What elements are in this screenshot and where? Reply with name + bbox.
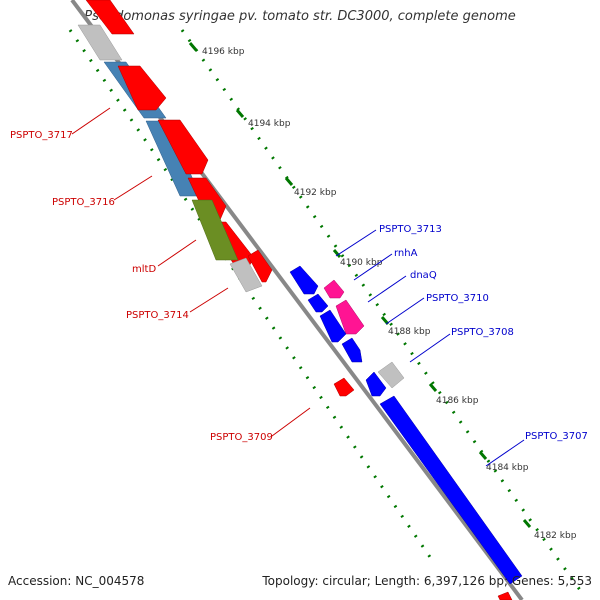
scale-tick-label: 4190 kbp: [340, 258, 383, 268]
major-tick-mark: [188, 42, 198, 51]
scale-tick-label: 4182 kbp: [534, 531, 577, 541]
gene-label-PSPTO_3709[interactable]: PSPTO_3709: [210, 432, 273, 443]
label-leader-line: [409, 333, 451, 363]
label-leader-line: [335, 229, 377, 257]
major-tick-mark: [428, 383, 438, 392]
accession-text: Accession: NC_004578: [8, 574, 145, 588]
gene-arrow-PSPTO_3708[interactable]: [365, 371, 387, 397]
major-tick-mark: [332, 249, 342, 258]
gene-block-PSPTO_3714[interactable]: [229, 257, 263, 293]
gene-arrow-pink[interactable]: [323, 279, 345, 299]
gene-label-PSPTO_3714[interactable]: PSPTO_3714: [126, 310, 189, 321]
gene-block-mltD[interactable]: [191, 199, 239, 261]
gene-label-PSPTO_3716[interactable]: PSPTO_3716: [52, 197, 115, 208]
label-leader-line: [189, 287, 229, 313]
label-leader-line: [271, 407, 311, 437]
gene-label-PSPTO_3707[interactable]: PSPTO_3707: [525, 431, 588, 442]
scale-tick-label: 4186 kbp: [436, 396, 479, 406]
major-tick-mark: [478, 451, 488, 460]
label-leader-line: [385, 297, 425, 325]
gene-arrow-PSPTO_3710[interactable]: [341, 337, 363, 363]
gene-arrow-dnaQ[interactable]: [319, 309, 347, 343]
gene-label-mltD[interactable]: mltD: [132, 264, 156, 275]
label-leader-line: [353, 253, 393, 281]
gene-arrow-pink[interactable]: [335, 299, 365, 335]
gene-block-pseudo[interactable]: [77, 24, 123, 61]
gene-arrow-forward[interactable]: [247, 249, 273, 283]
gene-label-PSPTO_3708[interactable]: PSPTO_3708: [451, 327, 514, 338]
gene-block-pseudo[interactable]: [377, 361, 405, 389]
gene-label-dnaQ[interactable]: dnaQ: [410, 270, 437, 281]
scale-tick-label: 4194 kbp: [248, 119, 291, 129]
major-tick-mark: [522, 519, 532, 528]
label-leader-line: [485, 439, 525, 467]
scale-tick-label: 4188 kbp: [388, 327, 431, 337]
map-title: Pseudomonas syringae pv. tomato str. DC3…: [84, 9, 516, 24]
gene-label-PSPTO_3717[interactable]: PSPTO_3717: [10, 130, 73, 141]
gene-arrow-PSPTO_3713[interactable]: [289, 265, 319, 295]
gene-label-rnhA[interactable]: rnhA: [394, 248, 418, 259]
label-leader-line: [113, 175, 153, 201]
gene-arrow-PSPTO_3709[interactable]: [333, 377, 355, 397]
scale-tick-label: 4192 kbp: [294, 188, 337, 198]
gene-label-PSPTO_3710[interactable]: PSPTO_3710: [426, 293, 489, 304]
label-leader-line: [71, 107, 111, 135]
gene-arrow-forward[interactable]: [157, 119, 209, 175]
scale-tick-label: 4196 kbp: [202, 47, 245, 57]
gene-label-PSPTO_3713[interactable]: PSPTO_3713: [379, 224, 442, 235]
gene-block-PSPTO_3707[interactable]: [379, 395, 523, 585]
label-leader-line: [157, 239, 197, 267]
label-leader-line: [367, 275, 407, 303]
gene-arrow-forward[interactable]: [85, 0, 135, 35]
scale-tick-label: 4184 kbp: [486, 463, 529, 473]
genome-summary: Topology: circular; Length: 6,397,126 bp…: [262, 574, 592, 588]
major-tick-mark: [284, 177, 294, 186]
gene-arrow-forward[interactable]: [497, 591, 513, 600]
gene-arrow-rnhA[interactable]: [307, 293, 329, 313]
major-tick-mark: [235, 109, 245, 118]
gene-arrow-forward[interactable]: [117, 65, 167, 111]
